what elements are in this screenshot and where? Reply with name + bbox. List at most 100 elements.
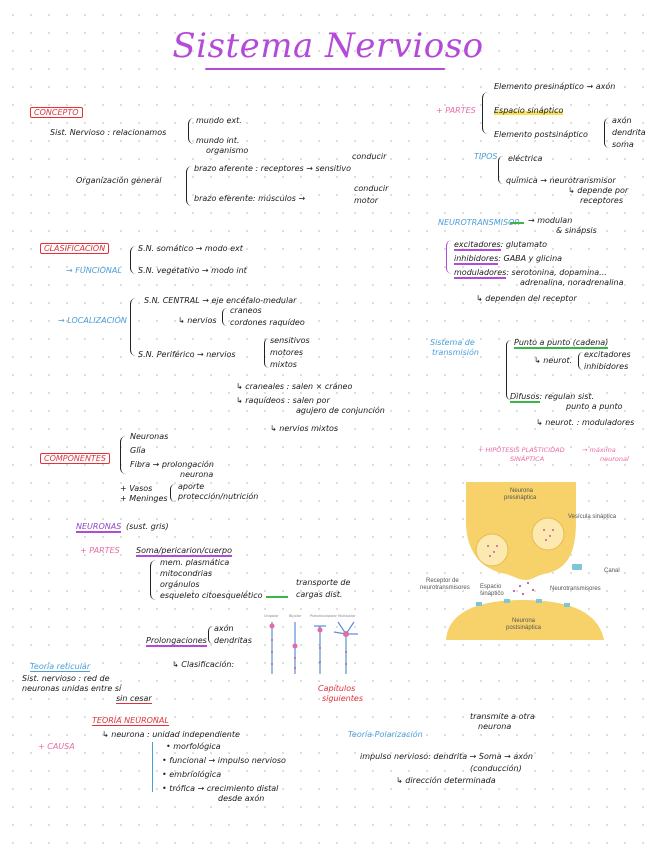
citoesqueleto-arrow bbox=[266, 596, 288, 598]
neuronas-heading: NEURONAS bbox=[76, 522, 122, 533]
sn-periferico: S.N. Periférico → nervios bbox=[138, 350, 236, 359]
sn-somatico: S.N. somático → modo ext bbox=[138, 244, 243, 253]
funcional-brace bbox=[130, 246, 136, 274]
aferente-note: conducir bbox=[352, 152, 387, 161]
fibra-neurona: neurona bbox=[180, 470, 214, 479]
central-sub-brace bbox=[222, 308, 227, 326]
diagram-nt-label: Neurotransmisores bbox=[550, 586, 601, 592]
nervios-raquideos: ↳ raquídeos : salen por bbox=[236, 396, 330, 405]
neuronal-trofica: • trófica → crecimiento distal bbox=[162, 784, 279, 793]
elemento-presinaptico: Elemento presináptico → axón bbox=[494, 82, 616, 91]
diagram-post-label-2: postsináptica bbox=[506, 625, 542, 631]
neuronal-morfologica: • morfológica bbox=[166, 742, 221, 751]
componente-meninges: + Meninges bbox=[120, 494, 168, 503]
tipo-electrica: eléctrica bbox=[508, 154, 543, 163]
neuronal-embriologica: • embriológica bbox=[162, 770, 222, 779]
label-multipolar: Multipolar bbox=[338, 614, 356, 618]
nervios-mixtos: mixtos bbox=[270, 360, 297, 369]
polarizacion-impulso: impulso nervioso: dendrita → Soma → axón bbox=[360, 752, 533, 761]
label-bipolar: Bipolar bbox=[289, 614, 302, 618]
reticular-line1: Sist. nervioso : red de bbox=[22, 674, 110, 683]
componente-glia: Glía bbox=[130, 446, 146, 455]
clasificacion-heading: CLASIFICACIÓN bbox=[40, 243, 110, 254]
organizacion-brace bbox=[186, 166, 192, 206]
componente-neuronas: Neuronas bbox=[130, 432, 169, 441]
sinapsis-brace bbox=[482, 92, 488, 134]
label-unipolar: Unipolar bbox=[264, 614, 279, 618]
concepto-heading: CONCEPTO bbox=[30, 107, 83, 118]
difusos-punto: punto a punto bbox=[566, 402, 623, 411]
diagram-canal-label: Canal bbox=[604, 568, 620, 574]
concepto-mundo-int: mundo int. bbox=[196, 136, 240, 145]
cargas-dist: cargas dist. bbox=[296, 590, 343, 599]
concepto-organismo: organismo bbox=[206, 146, 249, 155]
postsinaptico-dendrita: dendrita bbox=[612, 128, 646, 137]
transmision-brace bbox=[506, 340, 511, 400]
nervios-motores: motores bbox=[270, 348, 304, 357]
tipo-quimica: química → neurotransmisor bbox=[506, 176, 616, 185]
polarizacion-note2: neurona bbox=[478, 722, 512, 731]
neurotransmisor-heading: NEUROTRANSMISOR bbox=[438, 218, 520, 227]
prolong-axon: axón bbox=[214, 624, 234, 633]
soma-mitocondrias: mitocondrias bbox=[160, 569, 213, 578]
sistema-transmision-heading-2: transmisión bbox=[432, 348, 479, 357]
tipos-brace bbox=[498, 156, 503, 184]
neuronas-partes: + PARTES bbox=[80, 546, 120, 555]
clasificacion-localizacion: → LOCALIZACIÓN bbox=[58, 316, 127, 325]
diagram-vesicula-label: Vesícula sináptica bbox=[568, 514, 617, 520]
vasos-brace bbox=[170, 484, 175, 502]
sistema-transmision-heading: Sistema de bbox=[430, 338, 475, 347]
postsinaptico-soma: soma bbox=[612, 140, 634, 149]
neuronal-def: ↳ neurona : unidad independiente bbox=[102, 730, 240, 739]
capitulos-siguientes: siguientes bbox=[322, 694, 363, 703]
polarizacion-direccion: ↳ dirección determinada bbox=[396, 776, 496, 785]
neurona-prolongaciones: Prolongaciones bbox=[146, 636, 207, 647]
teoria-neuronal-heading: TEORÍA NEURONAL bbox=[92, 716, 169, 726]
neurotransmisor-sinapsis: & sinápsis bbox=[556, 226, 597, 235]
teoria-reticular-heading: Teoría reticular bbox=[30, 662, 91, 672]
diagram-receptor-label-2: neurotransmisores bbox=[420, 585, 470, 591]
central-raquideo: cordones raquídeo bbox=[230, 318, 305, 327]
sn-central-nervios: ↳ nervios bbox=[178, 316, 217, 325]
brazo-aferente: brazo aferente : receptores → sensitivo bbox=[194, 164, 352, 173]
espacio-sinaptico: Espacio sináptico bbox=[494, 106, 564, 115]
page-title: Sistema Nervioso bbox=[172, 26, 484, 66]
transporte-cargas: transporte de bbox=[296, 578, 351, 587]
elemento-postsinaptico: Elemento postsináptico bbox=[494, 130, 588, 139]
polarizacion-note1: transmite a otra bbox=[470, 712, 535, 721]
neuronal-list-line bbox=[152, 742, 153, 792]
componentes-heading: COMPONENTES bbox=[40, 453, 110, 464]
nervios-craneales: ↳ craneales : salen × cráneo bbox=[236, 382, 353, 391]
eferente-motor: motor bbox=[354, 196, 379, 205]
hipotesis-plasticidad: + HIPÓTESIS PLASTICIDAD bbox=[478, 446, 565, 454]
synapse-diagram: Neurona presináptica Vesícula sináptica … bbox=[418, 482, 646, 642]
organizacion-general: Organización general bbox=[76, 176, 162, 185]
nt-depende-receptor: ↳ dependen del receptor bbox=[476, 294, 577, 303]
polarizacion-conduccion: (conducción) bbox=[470, 764, 522, 773]
prolong-dendritas: dendritas bbox=[214, 636, 252, 645]
diagram-pre-label-2: presináptica bbox=[504, 495, 537, 501]
soma-brace bbox=[150, 560, 156, 600]
hipotesis-maxima: → máxima bbox=[582, 446, 616, 454]
neurotransmisor-arrow bbox=[510, 222, 524, 224]
vasos-aporte: aporte bbox=[178, 482, 205, 491]
neurotransmisor-modulan: → modulan bbox=[528, 216, 573, 225]
nervios-sensitivos: sensitivos bbox=[270, 336, 310, 345]
punto-brace bbox=[578, 352, 583, 370]
nervios-mixtos-note: ↳ nervios mixtos bbox=[270, 424, 339, 433]
punto-neurot: ↳ neurot. bbox=[534, 356, 573, 365]
meninges-proteccion: protección/nutrición bbox=[178, 492, 259, 501]
hipotesis-sinaptica: SINÁPTICA bbox=[510, 455, 545, 463]
periferico-brace bbox=[264, 338, 269, 368]
diagram-espacio-label-2: sináptico bbox=[480, 591, 504, 597]
componente-fibra: Fibra → prolongación bbox=[130, 460, 214, 469]
diagram-espacio-label: Espacio bbox=[480, 584, 502, 590]
componente-vasos: + Vasos bbox=[120, 484, 153, 493]
reticular-sin-cesar: sin cesar bbox=[116, 694, 152, 704]
postsinaptico-axon: axón bbox=[612, 116, 632, 125]
neuron-types-image: Unipolar Bipolar Pseudounipolar Multipol… bbox=[262, 612, 362, 678]
hipotesis-neuronal: neuronal bbox=[600, 455, 629, 463]
sn-vegetativo: S.N. vegetativo → modo int bbox=[138, 266, 247, 275]
soma-citoesqueleto: esqueleto citoesquelético bbox=[160, 591, 263, 600]
sinapsis-partes: + PARTES bbox=[436, 106, 476, 115]
